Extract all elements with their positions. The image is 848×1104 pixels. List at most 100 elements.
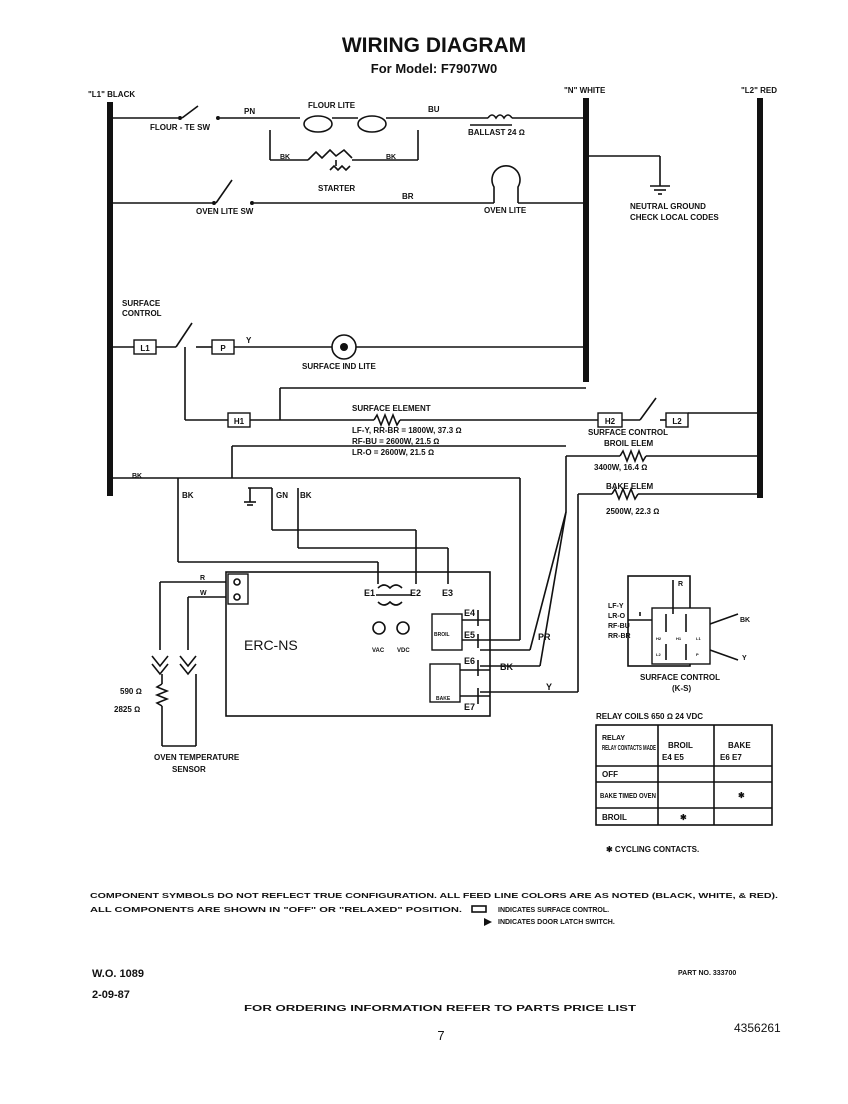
ks-surface-control-detail <box>627 575 739 667</box>
oven-lite-label: OVEN LITE <box>484 206 527 215</box>
erc-ns-label: ERC-NS <box>244 637 298 653</box>
ks-line-1: LF-Y <box>608 603 624 610</box>
wire-bk-a: BK <box>182 491 194 500</box>
page-number: 7 <box>437 1028 444 1043</box>
part-number: PART NO. 333700 <box>678 970 736 977</box>
relay-broil-sub: E4 E5 <box>662 753 684 762</box>
note-line-4: INDICATES DOOR LATCH SWITCH. <box>498 919 615 926</box>
doc-number: 4356261 <box>734 1021 781 1035</box>
wire-bu-label: BU <box>428 105 440 114</box>
wire-gn: GN <box>276 491 288 500</box>
ks-p: P <box>696 652 699 657</box>
model-subtitle: For Model: F7907W0 <box>371 61 497 76</box>
wire-br-label: BR <box>402 192 414 201</box>
vdc-label: VDC <box>397 648 410 654</box>
sensor-label-1: OVEN TEMPERATURE <box>154 753 240 762</box>
ks-h2: H2 <box>656 636 662 641</box>
bake-relay-label: BAKE <box>436 696 451 702</box>
relay-header-col: RELAY CONTACTS MADE <box>602 745 656 752</box>
broil-elem-value: 3400W, 16.4 Ω <box>594 463 647 472</box>
sensor-wire-r: R <box>200 575 205 582</box>
vac-label: VAC <box>372 648 385 654</box>
ordering-info: FOR ORDERING INFORMATION REFER TO PARTS … <box>244 1004 636 1013</box>
relay-row-bake-mark: ✱ <box>738 791 745 800</box>
ks-line-3: RF-BU <box>608 623 630 630</box>
relay-header-1: RELAY <box>602 735 625 742</box>
wire-pn-label: PN <box>244 107 255 116</box>
note-line-2: ALL COMPONENTS ARE SHOWN IN "OFF" OR "RE… <box>90 907 462 914</box>
relay-footnote: ✱ CYCLING CONTACTS. <box>606 845 699 854</box>
ks-h1: H1 <box>676 636 682 641</box>
oven-temperature-sensor <box>151 581 226 747</box>
relay-row-bake: BAKE TIMED OVEN <box>600 793 656 800</box>
ks-line-2: LR-O <box>608 613 626 620</box>
surface-ind-lite-label: SURFACE IND LITE <box>302 362 376 371</box>
relay-bake-head: BAKE <box>728 741 751 750</box>
bake-elem-label: BAKE ELEM <box>606 482 653 491</box>
surface-control-label-2: CONTROL <box>122 309 162 318</box>
ks-y-label: Y <box>742 655 747 662</box>
box-l1: L1 <box>140 344 150 353</box>
neutral-ground-symbol <box>589 155 670 195</box>
fluorescent-lite-circuit <box>113 105 583 172</box>
broil-elem-label: BROIL ELEM <box>604 439 654 448</box>
starter-label: STARTER <box>318 184 355 193</box>
wire-bk-bus: BK <box>132 473 142 480</box>
box-l2: L2 <box>672 417 682 426</box>
relay-table <box>595 724 773 826</box>
ks-bk-label: BK <box>740 617 750 624</box>
terminal-e5: E5 <box>464 630 475 640</box>
terminal-e6: E6 <box>464 656 475 666</box>
surface-control-right-label: SURFACE CONTROL <box>588 428 668 437</box>
relay-table-caption: RELAY COILS 650 Ω 24 VDC <box>596 712 703 721</box>
bus-label-l1: "L1" BLACK <box>88 90 135 99</box>
flour-switch-label: FLOUR - TE SW <box>150 123 210 132</box>
check-codes-label: CHECK LOCAL CODES <box>630 213 719 222</box>
control-wiring <box>113 445 578 693</box>
surface-element-spec-2: RF-BU = 2600W, 21.5 Ω <box>352 437 439 446</box>
ks-l2: L2 <box>656 652 661 657</box>
work-order: W.O. 1089 <box>92 968 144 980</box>
sensor-wire-w: W <box>200 590 207 597</box>
bus-label-n: "N" WHITE <box>564 86 606 95</box>
terminal-e3: E3 <box>442 588 453 598</box>
surface-ind-lite-circuit <box>113 322 583 421</box>
bus-label-l2: "L2" RED <box>741 86 777 95</box>
relay-row-broil-mark: ✱ <box>680 813 687 822</box>
surface-element-spec-1: LF-Y, RR-BR = 1800W, 37.3 Ω <box>352 426 462 435</box>
wire-bk-relay: BK <box>500 662 513 672</box>
ks-title-1: SURFACE CONTROL <box>640 673 720 682</box>
bake-elem-value: 2500W, 22.3 Ω <box>606 507 659 516</box>
box-h1: H1 <box>234 417 245 426</box>
oven-lite-switch-label: OVEN LITE SW <box>196 207 254 216</box>
flour-lite-label: FLOUR LITE <box>308 101 356 110</box>
wire-y-label: Y <box>246 336 252 345</box>
surface-element-label: SURFACE ELEMENT <box>352 404 431 413</box>
wire-bk-left: BK <box>280 154 290 161</box>
sensor-res-2: 2825 Ω <box>114 705 140 714</box>
box-h2: H2 <box>605 417 616 426</box>
ballast-label: BALLAST 24 Ω <box>468 128 525 137</box>
doc-date: 2-09-87 <box>92 989 130 1001</box>
neutral-ground-label: NEUTRAL GROUND <box>630 202 706 211</box>
wire-pr-label: PR <box>538 632 551 642</box>
page-title: WIRING DIAGRAM <box>342 34 526 57</box>
terminal-e2: E2 <box>410 588 421 598</box>
surface-control-label-1: SURFACE <box>122 299 161 308</box>
surface-element-spec-3: LR-O = 2600W, 21.5 Ω <box>352 448 434 457</box>
relay-row-off: OFF <box>602 770 618 779</box>
relay-row-broil: BROIL <box>602 813 627 822</box>
surface-control-symbol <box>471 905 487 913</box>
oven-lite-circuit <box>113 165 583 205</box>
erc-ns-controller <box>225 571 491 717</box>
terminal-e1: E1 <box>364 588 375 598</box>
broil-relay-label: BROIL <box>434 632 450 638</box>
broil-bake-elements <box>565 448 757 692</box>
relay-bake-sub: E6 E7 <box>720 753 742 762</box>
box-p: P <box>220 344 226 353</box>
sensor-label-2: SENSOR <box>172 765 206 774</box>
terminal-e7: E7 <box>464 702 475 712</box>
door-latch-symbol <box>484 918 492 926</box>
wire-bk-right: BK <box>386 154 396 161</box>
